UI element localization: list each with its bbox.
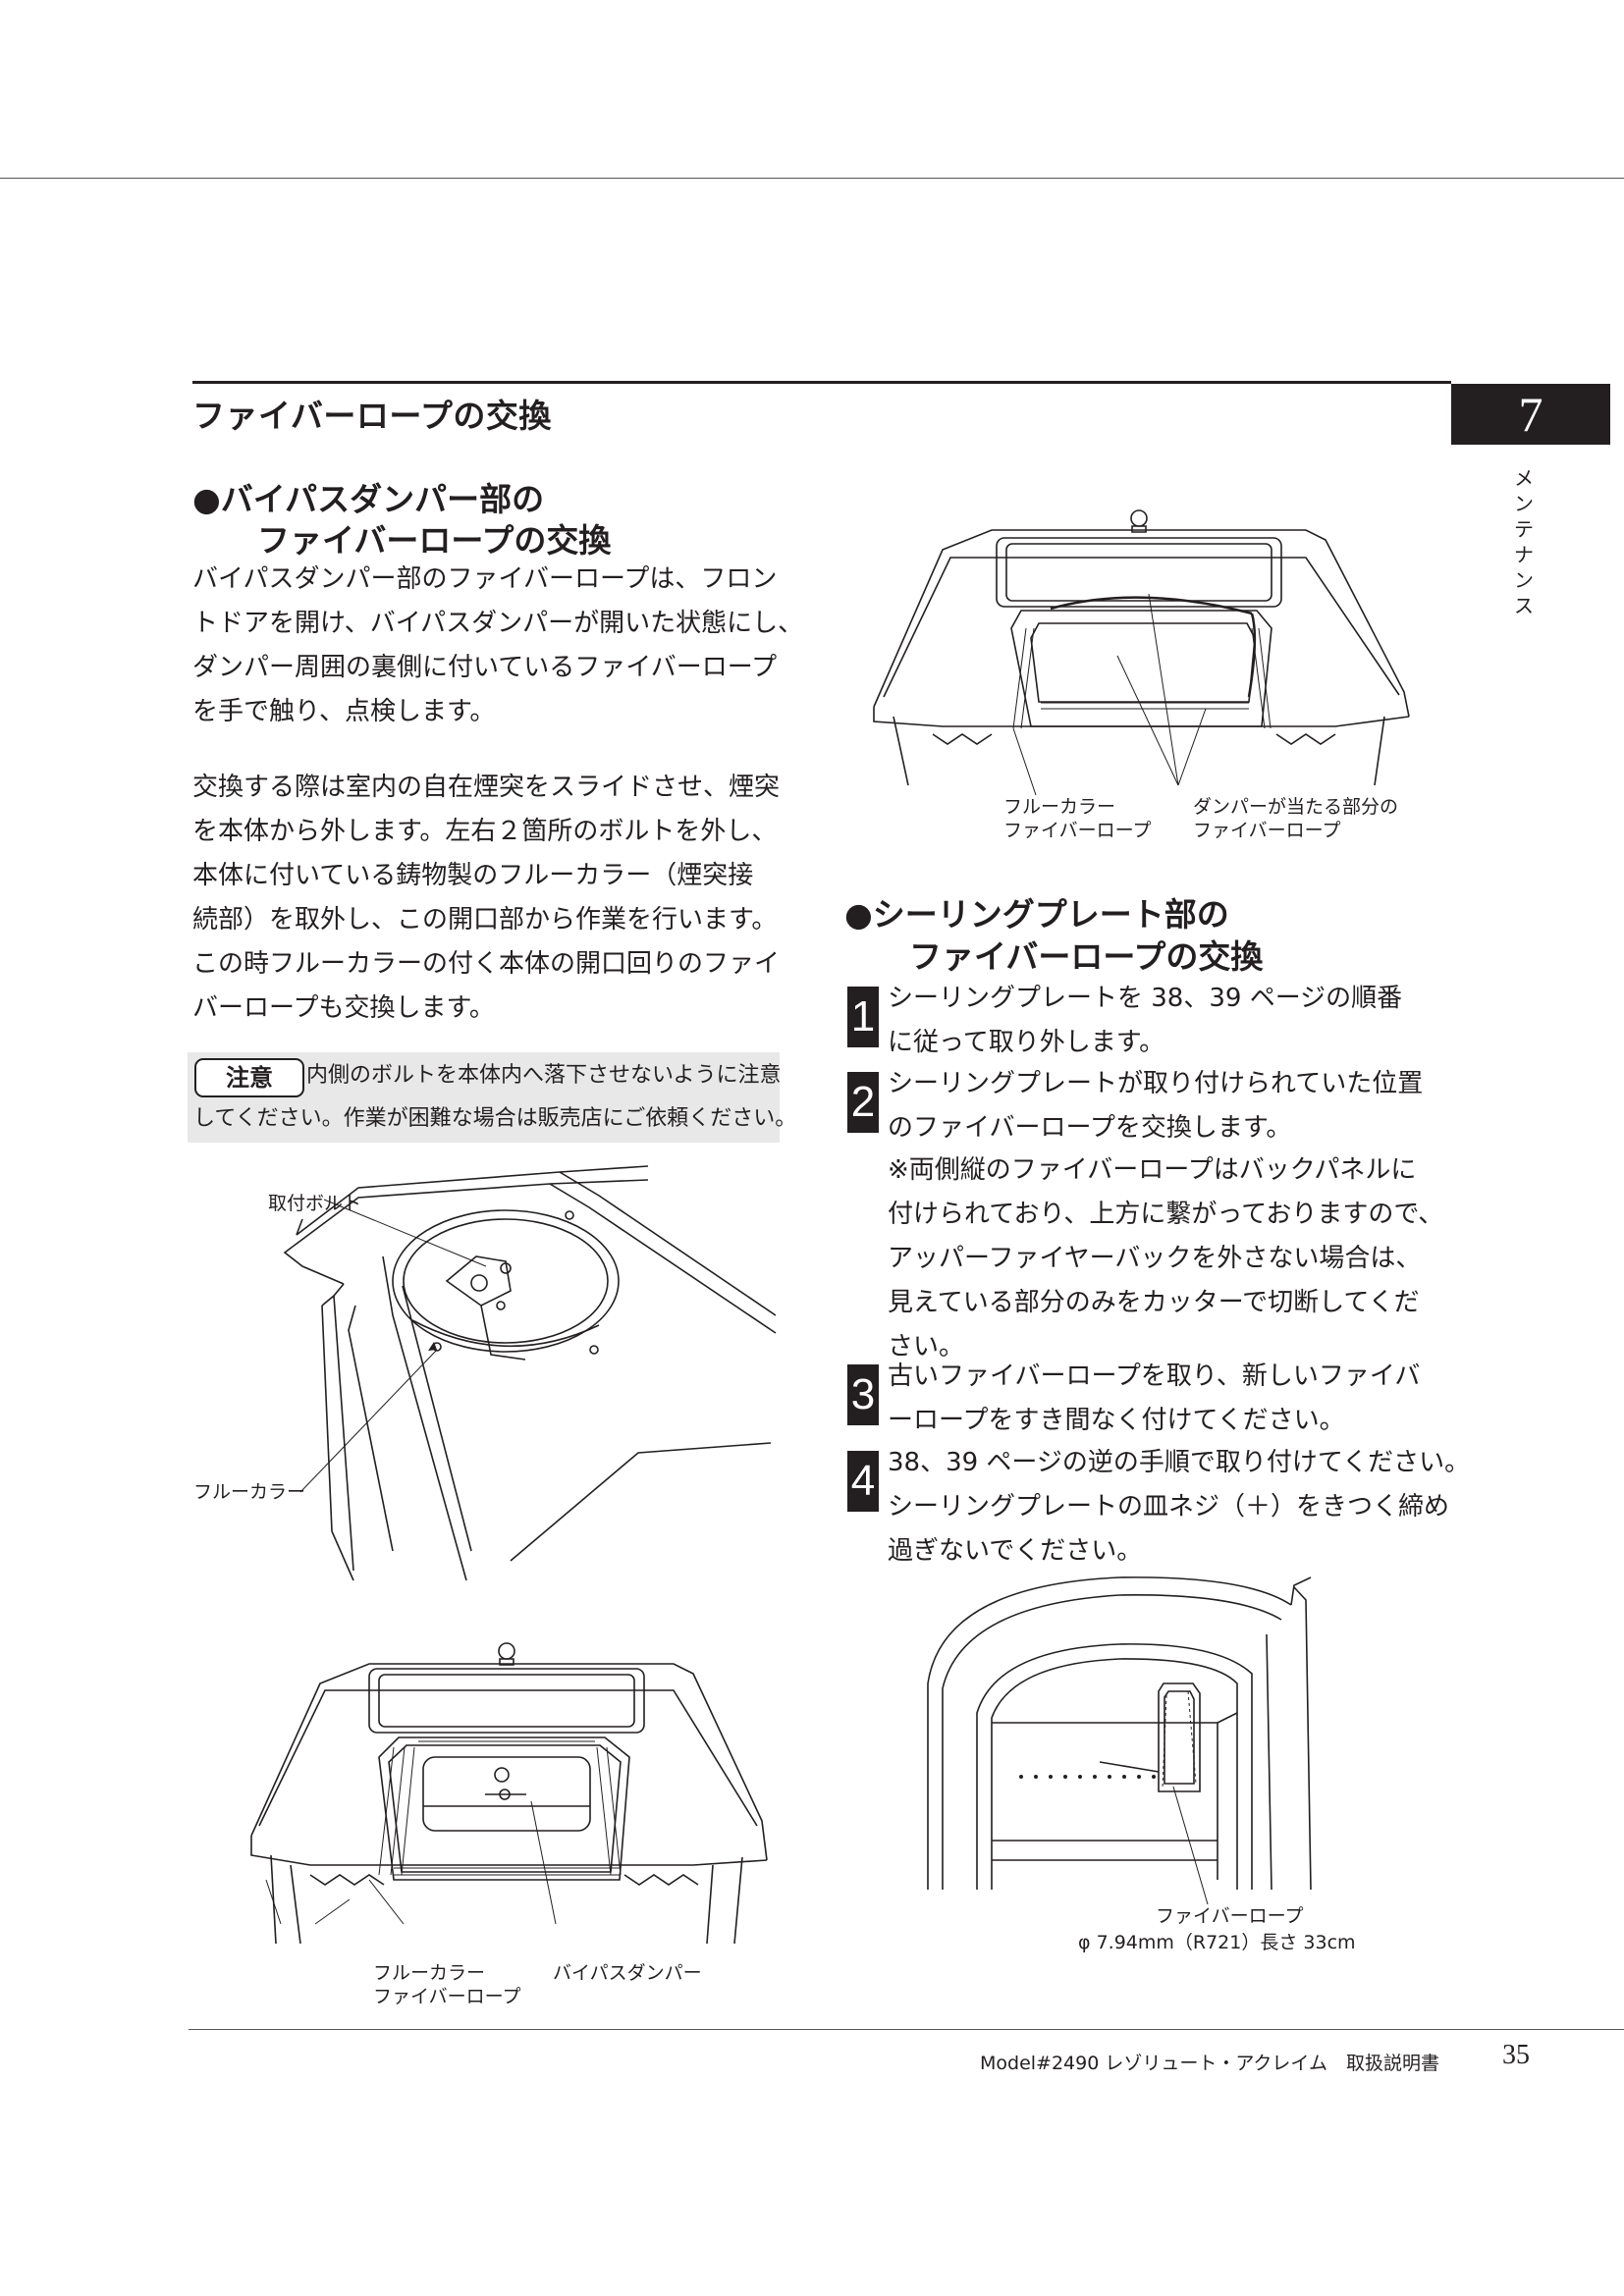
text-line: アッパーファイヤーバックを外さない場合は、: [888, 1244, 1422, 1273]
bypass-paragraph-1: バイパスダンパー部のファイバーロープは、フロン トドアを開け、バイパスダンパーが…: [192, 558, 803, 734]
bypass-heading-line1: ●バイパスダンパー部の: [192, 480, 545, 518]
sealing-heading-line1: ●シーリングプレート部の: [844, 895, 1229, 934]
fig1-flue-collar-label: フルーカラー: [193, 1481, 306, 1503]
step-number-3: 3: [847, 1364, 879, 1425]
seal-fig-label-line1: ファイバーロープ: [1156, 1905, 1304, 1927]
step-number-1: 1: [847, 987, 879, 1047]
section-title: ファイバーロープの交換: [192, 397, 552, 435]
caution-text-line2: してください。作業が困難な場合は販売店にご依頼ください。: [193, 1106, 797, 1131]
text-line: に従って取り外します。: [888, 1028, 1165, 1057]
fig2-flue-rope-label: フルーカラー ファイバーロープ: [373, 1961, 520, 2008]
text-line: 付けられており、上方に繋がっておりますので、: [888, 1200, 1444, 1229]
step-1-text: シーリングプレートを 38、39 ページの順番 に従って取り外します。: [888, 977, 1402, 1065]
top-rule: [0, 178, 1624, 179]
text-line: ダンパー周囲の裏側に付いているファイバーロープ: [192, 653, 778, 682]
bottom-rule: [189, 2029, 1624, 2030]
step-2-text: シーリングプレートが取り付けられていた位置 のファイバーロープを交換します。: [888, 1062, 1423, 1150]
text-line: 38、39 ページの逆の手順で取り付けてください。: [888, 1448, 1471, 1477]
section-rule: [192, 381, 1451, 443]
text-line: シーリングプレートの皿ネジ（＋）をきつく締め: [888, 1492, 1450, 1522]
caution-label: 注意: [194, 1058, 304, 1097]
chapter-label-char: テ: [1514, 517, 1534, 541]
firebox-sealing-plate-illustration: [923, 1566, 1355, 1914]
text-line: 交換する際は室内の自在煙突をスライドさせ、煙突: [192, 773, 781, 802]
label-line: ファイバーロープ: [373, 1986, 521, 2007]
page-number: 35: [1502, 2040, 1530, 2070]
text-line: 続部）を取外し、この開口部から作業を行います。: [192, 905, 778, 934]
chapter-label: メ ン テ ナ ン ス: [1507, 465, 1541, 618]
step-number-2: 2: [847, 1072, 879, 1133]
label-line: ダンパーが当たる部分の: [1193, 796, 1399, 818]
text-line: バーロープも交換します。: [192, 993, 495, 1023]
chapter-label-char: メ: [1514, 466, 1534, 490]
chapter-number: 7: [1451, 384, 1610, 445]
chapter-label-char: ン: [1514, 568, 1534, 592]
text-line: この時フルーカラーの付く本体の開口回りのファイ: [192, 949, 781, 979]
text-line: 見えている部分のみをカッターで切断してくだ: [888, 1288, 1420, 1317]
footer-model-text: Model#2490 レゾリュート・アクレイム 取扱説明書: [980, 2053, 1440, 2074]
step-3-text: 古いファイバーロープを取り、新しいファイバ ーロープをすき間なく付けてください。: [888, 1355, 1420, 1443]
label-line: ファイバーロープ: [1193, 820, 1341, 841]
step-2-note: ※両側縦のファイバーロープはバックパネルに 付けられており、上方に繋がっておりま…: [888, 1148, 1443, 1369]
chapter-label-char: ナ: [1514, 543, 1534, 566]
bypass-heading-line2: ファイバーロープの交換: [257, 521, 612, 560]
text-line: バイパスダンパー部のファイバーロープは、フロン: [192, 564, 778, 594]
text-line: 古いファイバーロープを取り、新しいファイバ: [888, 1362, 1421, 1391]
fig2-bypass-damper-label: バイパスダンパー: [553, 1962, 702, 1984]
label-line: フルーカラー: [1003, 796, 1116, 818]
caution-text-line1: 内側のボルトを本体内へ落下させないように注意: [306, 1063, 782, 1088]
chapter-label-char: ス: [1514, 594, 1534, 617]
flue-damper-rope-illustration: [864, 481, 1434, 795]
step-4-text: 38、39 ページの逆の手順で取り付けてください。 シーリングプレートの皿ネジ（…: [888, 1441, 1470, 1574]
bypass-damper-illustration: [232, 1629, 782, 1953]
text-line: を本体から外します。左右２箇所のボルトを外し、: [192, 817, 778, 846]
chapter-label-char: ン: [1514, 492, 1534, 515]
text-line: ーロープをすき間なく付けてください。: [888, 1406, 1345, 1435]
text-line: ※両側縦のファイバーロープはバックパネルに: [888, 1155, 1417, 1185]
text-line: シーリングプレートが取り付けられていた位置: [888, 1069, 1424, 1098]
text-line: のファイバーロープを交換します。: [888, 1113, 1292, 1143]
text-line: さい。: [888, 1332, 965, 1362]
text-line: 本体に付いている鋳物製のフルーカラー（煙突接: [192, 861, 754, 890]
seal-fig-label-line2: φ 7.94mm（R721）長さ 33cm: [1078, 1932, 1356, 1953]
text-line: トドアを開け、バイパスダンパーが開いた状態にし、: [192, 609, 804, 638]
step-number-4: 4: [847, 1451, 879, 1512]
text-line: シーリングプレートを 38、39 ページの順番: [888, 984, 1403, 1013]
top-fig-damper-rope-label: ダンパーが当たる部分の ファイバーロープ: [1193, 795, 1398, 842]
text-line: 過ぎないでください。: [888, 1536, 1143, 1566]
fig1-bolt-label: 取付ボルト: [268, 1193, 362, 1214]
bypass-paragraph-2: 交換する際は室内の自在煙突をスライドさせ、煙突 を本体から外します。左右２箇所の…: [192, 766, 780, 1031]
text-line: を手で触り、点検します。: [192, 697, 496, 726]
label-line: ファイバーロープ: [1003, 820, 1152, 841]
label-line: フルーカラー: [373, 1962, 486, 1984]
top-fig-flue-rope-label: フルーカラー ファイバーロープ: [1003, 795, 1151, 842]
sealing-heading-line2: ファイバーロープの交換: [909, 937, 1264, 976]
flue-collar-illustration: [187, 1158, 795, 1610]
